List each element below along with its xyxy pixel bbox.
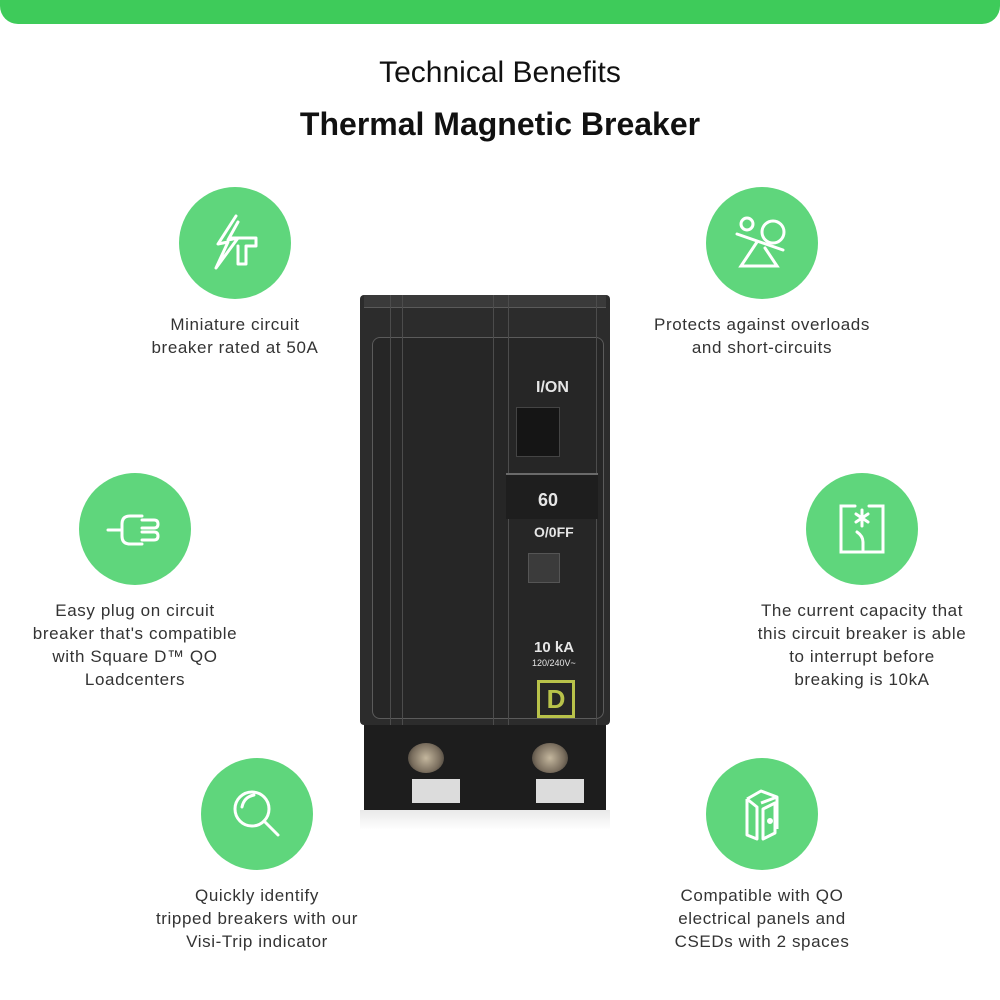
voltage-rating: 120/240V~ bbox=[532, 658, 576, 668]
feature-text: this circuit breaker is able bbox=[757, 624, 967, 643]
feature-visi-trip: Quickly identify tripped breakers with o… bbox=[107, 758, 407, 953]
breaker-reflection bbox=[360, 810, 610, 830]
feature-text: Compatible with QO bbox=[680, 886, 844, 905]
breaker-seam bbox=[508, 295, 509, 810]
breaker-handle bbox=[516, 407, 560, 457]
feature-text: Easy plug on circuit bbox=[55, 601, 215, 620]
amp-rating-plate bbox=[506, 473, 598, 519]
breaker-seam bbox=[390, 295, 391, 810]
off-label: O/0FF bbox=[534, 524, 574, 540]
feature-panel-compatibility: Compatible with QO electrical panels and… bbox=[612, 758, 912, 953]
lightning-t-icon bbox=[179, 187, 291, 299]
feature-text: The current capacity that bbox=[760, 601, 964, 620]
feature-protection: Protects against overloads and short-cir… bbox=[612, 187, 912, 359]
breaker-seam bbox=[596, 295, 597, 810]
seesaw-balance-icon bbox=[706, 187, 818, 299]
feature-text: Loadcenters bbox=[84, 670, 186, 689]
feature-text: Visi-Trip indicator bbox=[186, 932, 328, 951]
circuit-interrupt-icon bbox=[806, 473, 918, 585]
feature-text: breaker rated at 50A bbox=[151, 338, 319, 357]
panel-door-icon bbox=[706, 758, 818, 870]
page-title: Thermal Magnetic Breaker bbox=[299, 106, 701, 142]
feature-text: breaker that's compatible bbox=[32, 624, 238, 643]
amp-rating: 60 bbox=[538, 490, 559, 510]
feature-text: CSEDs with 2 spaces bbox=[674, 932, 850, 951]
feature-text: with Square D™ QO bbox=[52, 647, 218, 666]
interrupt-rating: 10 kA bbox=[534, 639, 575, 656]
breaker-seam bbox=[493, 295, 494, 810]
breaker-seam bbox=[402, 295, 403, 810]
magnifier-icon bbox=[201, 758, 313, 870]
feature-text: and short-circuits bbox=[691, 338, 833, 357]
breaker-face bbox=[372, 337, 604, 719]
feature-text: Miniature circuit bbox=[170, 315, 300, 334]
product-breaker-image: I/ON 60 O/0FF 10 kA 120/240V~ D bbox=[360, 295, 610, 830]
terminal-slot bbox=[536, 779, 584, 803]
terminal-screw bbox=[408, 743, 444, 773]
feature-text: Quickly identify bbox=[195, 886, 319, 905]
on-label: I/ON bbox=[536, 379, 569, 396]
terminal-slot bbox=[412, 779, 460, 803]
square-d-logo: D bbox=[537, 680, 575, 718]
top-accent-bar bbox=[0, 0, 1000, 24]
visi-trip-indicator bbox=[528, 553, 560, 583]
feature-interrupt-capacity: The current capacity that this circuit b… bbox=[712, 473, 1000, 691]
feature-text: breaking is 10kA bbox=[794, 670, 930, 689]
feature-text: Protects against overloads bbox=[654, 315, 870, 334]
plug-icon bbox=[79, 473, 191, 585]
feature-rating: Miniature circuit breaker rated at 50A bbox=[85, 187, 385, 359]
feature-plug-on: Easy plug on circuit breaker that's comp… bbox=[0, 473, 285, 691]
breaker-top-edge bbox=[364, 295, 606, 308]
feature-text: electrical panels and bbox=[678, 909, 846, 928]
feature-text: to interrupt before bbox=[789, 647, 935, 666]
feature-text: tripped breakers with our bbox=[155, 909, 359, 928]
terminal-screw bbox=[532, 743, 568, 773]
page-subtitle: Technical Benefits bbox=[379, 56, 621, 89]
